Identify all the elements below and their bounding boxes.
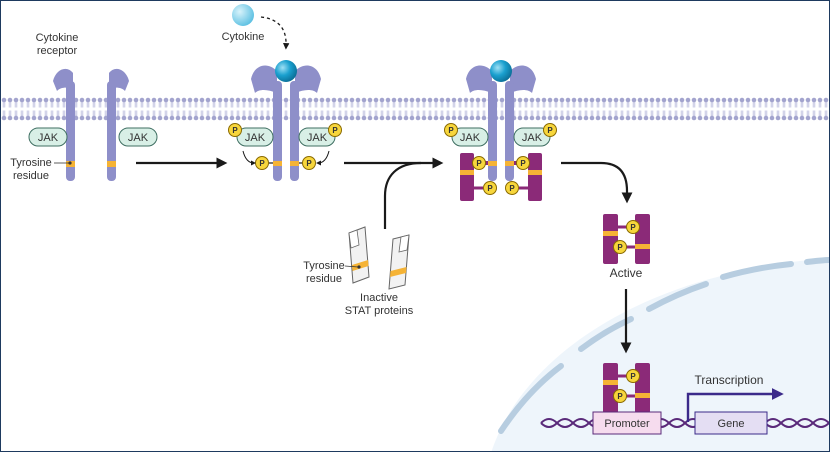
cytokine-free: Cytokine: [222, 4, 290, 50]
promoter-label: Promoter: [604, 418, 650, 430]
jak-label: JAK: [128, 132, 149, 144]
jak-label: JAK: [460, 132, 481, 144]
receptor-complex-stage2: [251, 60, 321, 181]
phosphate-icon: [613, 240, 627, 254]
phosphate-icon: [516, 156, 530, 170]
jak-left-stage3: JAK: [444, 123, 489, 147]
arrow-icon: [242, 150, 256, 166]
phosphate-icon: [444, 123, 458, 137]
stat-dimer-icon: [603, 214, 650, 264]
phosphate-icon: [328, 123, 342, 137]
phosphate-icon: [255, 156, 269, 170]
tyrosine-residue-label: Tyrosine: [303, 260, 345, 272]
cytokine-label: Cytokine: [222, 31, 265, 43]
phosphate-icon: [626, 369, 640, 383]
jak-left-stage2: JAK: [228, 123, 274, 147]
jak-label: JAK: [307, 132, 328, 144]
arrow-icon: [383, 161, 422, 229]
arrow-icon: [561, 161, 633, 204]
gene-label: Gene: [718, 418, 745, 430]
receptor-left-stage1: [53, 68, 75, 181]
jak-left-stage1: JAK: [28, 127, 68, 147]
promoter-box: Promoter: [592, 411, 662, 435]
arrow-icon: [316, 150, 330, 166]
gene-box: Gene: [694, 411, 768, 435]
cytokine-sphere-icon: [275, 60, 297, 82]
transcription-arrow-icon: [686, 388, 784, 422]
transcription-label: Transcription: [695, 373, 764, 387]
nucleus: [491, 257, 829, 451]
inactive-stat-left: [348, 226, 370, 284]
cytokine-sphere-icon: [232, 4, 254, 26]
jak-label: JAK: [245, 132, 266, 144]
phosphate-icon: [505, 181, 519, 195]
cytokine-sphere-icon: [490, 60, 512, 82]
phosphate-icon: [613, 389, 627, 403]
inactive-stat-label: Inactive: [360, 292, 398, 304]
jak-right-stage2: JAK: [298, 123, 342, 147]
phosphate-icon: [543, 123, 557, 137]
inactive-stat-right: [388, 234, 410, 290]
cell-membrane: [1, 97, 829, 121]
cytokine-receptor-label: receptor: [37, 45, 78, 57]
cytokine-receptor-label: Cytokine: [36, 32, 79, 44]
dna-strand: [540, 418, 829, 428]
phosphate-icon: [302, 156, 316, 170]
receptor-right-stage1: [107, 68, 129, 181]
jak-right-stage3: JAK: [513, 123, 557, 147]
phosphate-icon: [626, 220, 640, 234]
receptor-complex-stage3: [466, 60, 536, 181]
inactive-stat-label: STAT proteins: [345, 305, 414, 317]
tyrosine-residue-label: residue: [13, 170, 49, 182]
arrow-icon: [260, 16, 290, 50]
phosphate-icon: [228, 123, 242, 137]
jak-label: JAK: [38, 132, 59, 144]
stat-dimer-icon: [603, 363, 650, 413]
phosphate-icon: [483, 181, 497, 195]
jak-label: JAK: [522, 132, 543, 144]
active-label: Active: [610, 266, 643, 280]
tyrosine-residue-label: Tyrosine: [10, 157, 52, 169]
tyrosine-residue: [107, 161, 116, 167]
jak-right-stage1: JAK: [118, 127, 158, 147]
tyrosine-residue-label: residue: [306, 273, 342, 285]
phosphate-icon: [472, 156, 486, 170]
